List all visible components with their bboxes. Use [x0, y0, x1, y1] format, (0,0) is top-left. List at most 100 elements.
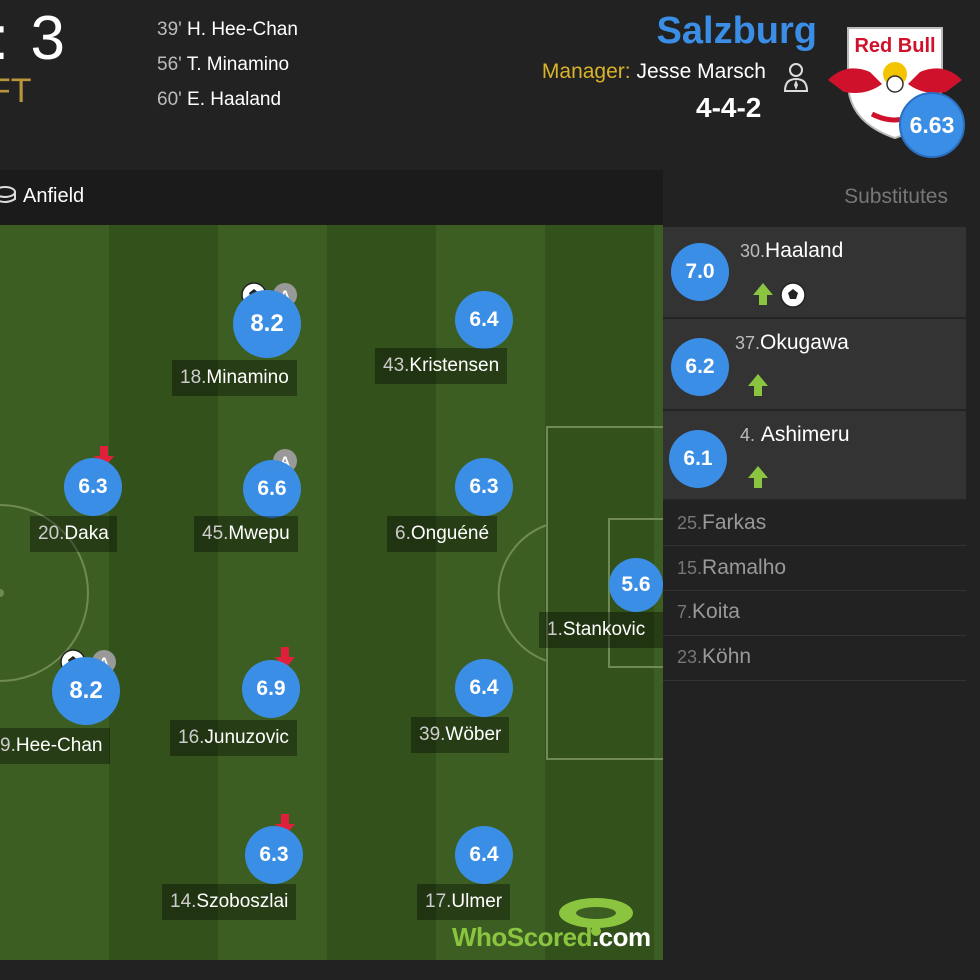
- sub-off-arrow-icon: [94, 446, 114, 468]
- bench-number: 7.: [677, 602, 693, 622]
- player-name-label[interactable]: 20.Daka: [30, 516, 117, 552]
- bench-name: Köhn: [702, 645, 752, 668]
- bench-player[interactable]: 25.Farkas: [677, 511, 766, 535]
- crest-text: Red Bull: [854, 35, 935, 57]
- player-name: Daka: [64, 523, 109, 544]
- player-rating[interactable]: 6.3: [64, 458, 122, 516]
- bench-player[interactable]: 7.Koita: [677, 600, 740, 624]
- player-name-label[interactable]: 9.Hee-Chan: [0, 728, 111, 764]
- player-name: Minamino: [206, 367, 289, 388]
- player-name-label[interactable]: 6.Onguéné: [387, 516, 498, 552]
- match-status: FT: [0, 72, 32, 110]
- goal-event: 56' T. Minamino: [157, 54, 289, 76]
- sub-number: 30.: [740, 241, 766, 261]
- player-number: 43.: [383, 355, 410, 376]
- player-name: Hee-Chan: [15, 735, 103, 756]
- player-name-label[interactable]: 14.Szoboszlai: [162, 884, 297, 920]
- substitutes-header: [663, 170, 966, 225]
- goal-minute: 39': [157, 19, 182, 40]
- player-name: Szoboszlai: [196, 891, 289, 912]
- bench-row[interactable]: [663, 636, 966, 681]
- manager-name[interactable]: Jesse Marsch: [636, 60, 766, 83]
- player-number: 45.: [202, 523, 229, 544]
- sub-off-arrow-icon: [275, 814, 295, 836]
- goal-scorer: T. Minamino: [186, 54, 290, 75]
- sub-rating: 6.1: [669, 430, 727, 488]
- player-name: Mwepu: [228, 523, 290, 544]
- goal-event: 60' E. Haaland: [157, 89, 281, 111]
- sub-rating: 6.2: [671, 338, 729, 396]
- sub-off-arrow-icon: [275, 647, 295, 669]
- player-rating[interactable]: 8.2: [233, 290, 301, 358]
- sub-number: 4.: [740, 425, 756, 445]
- bench-name: Ramalho: [702, 556, 787, 579]
- sub-name-label: 37.Okugawa: [735, 331, 849, 355]
- player-number: 9.: [0, 735, 16, 756]
- substitutes-title: Substitutes: [844, 185, 948, 208]
- player-name: Kristensen: [409, 355, 500, 376]
- sub-on-arrow-icon: [748, 374, 768, 396]
- bench-number: 15.: [677, 558, 703, 578]
- sub-name: Ashimeru: [760, 423, 850, 446]
- player-number: 39.: [419, 724, 446, 745]
- soccer-ball-icon: [780, 282, 806, 308]
- player-rating[interactable]: 6.3: [245, 826, 303, 884]
- team-name[interactable]: Salzburg: [656, 10, 817, 52]
- player-name-label[interactable]: 16.Junuzovic: [170, 720, 297, 756]
- sub-name-label: 30.Haaland: [740, 239, 843, 263]
- bench-player[interactable]: 15.Ramalho: [677, 556, 786, 580]
- pitch-markings: [0, 426, 663, 760]
- team-formation: 4-4-2: [696, 92, 762, 123]
- bench-number: 25.: [677, 513, 703, 533]
- player-number: 20.: [38, 523, 65, 544]
- player-number: 16.: [178, 727, 205, 748]
- venue-name: Anfield: [23, 185, 85, 207]
- player-number: 17.: [425, 891, 452, 912]
- sub-name: Okugawa: [760, 331, 849, 354]
- bench-number: 23.: [677, 647, 703, 667]
- player-number: 14.: [170, 891, 197, 912]
- player-name-label[interactable]: 45.Mwepu: [194, 516, 298, 552]
- stadium-icon: [0, 186, 16, 203]
- player-rating[interactable]: 8.2: [52, 657, 120, 725]
- player-number: 18.: [180, 367, 207, 388]
- goal-event: 39' H. Hee-Chan: [157, 19, 298, 41]
- player-name-label[interactable]: 43.Kristensen: [375, 348, 508, 384]
- manager-line: Manager: Jesse Marsch: [542, 60, 766, 84]
- player-name-label[interactable]: 17.Ulmer: [417, 884, 511, 920]
- manager-icon: [783, 63, 809, 92]
- watermark-brand: WhoScored: [452, 922, 592, 952]
- bench-row[interactable]: [663, 591, 966, 636]
- player-rating[interactable]: 6.9: [242, 660, 300, 718]
- player-name-label[interactable]: 1.Stankovic: [539, 612, 663, 648]
- sub-on-arrow-icon: [748, 466, 768, 488]
- player-rating[interactable]: 6.4: [455, 659, 513, 717]
- bench-player[interactable]: 23.Köhn: [677, 645, 751, 669]
- player-name: Stankovic: [562, 619, 646, 640]
- bench-row[interactable]: [663, 546, 966, 591]
- sub-on-arrow-icon: [753, 283, 773, 305]
- goal-minute: 60': [157, 89, 182, 110]
- player-name-label[interactable]: 39.Wöber: [411, 717, 510, 753]
- bench-row[interactable]: [663, 501, 966, 546]
- red-bull-salzburg-crest: Red Bull: [828, 27, 962, 140]
- player-rating[interactable]: 5.6: [609, 558, 663, 612]
- venue-bar: [0, 170, 663, 225]
- goal-scorer: E. Haaland: [187, 89, 282, 110]
- player-name: Onguéné: [410, 523, 490, 544]
- bench-name: Farkas: [702, 511, 767, 534]
- player-name-label[interactable]: 18.Minamino: [172, 360, 297, 396]
- player-number: 6.: [395, 523, 411, 544]
- player-rating[interactable]: 6.4: [455, 291, 513, 349]
- player-number: 1.: [547, 619, 563, 640]
- pitch: [0, 225, 663, 960]
- sub-name-label: 4. Ashimeru: [740, 423, 850, 447]
- player-rating[interactable]: 6.3: [455, 458, 513, 516]
- match-score: : 3: [0, 4, 67, 73]
- player-rating[interactable]: 6.4: [455, 826, 513, 884]
- goal-minute: 56': [157, 54, 182, 75]
- player-rating[interactable]: 6.6: [243, 460, 301, 518]
- whoscored-logo-mark: [559, 898, 633, 936]
- manager-label: Manager:: [541, 60, 631, 83]
